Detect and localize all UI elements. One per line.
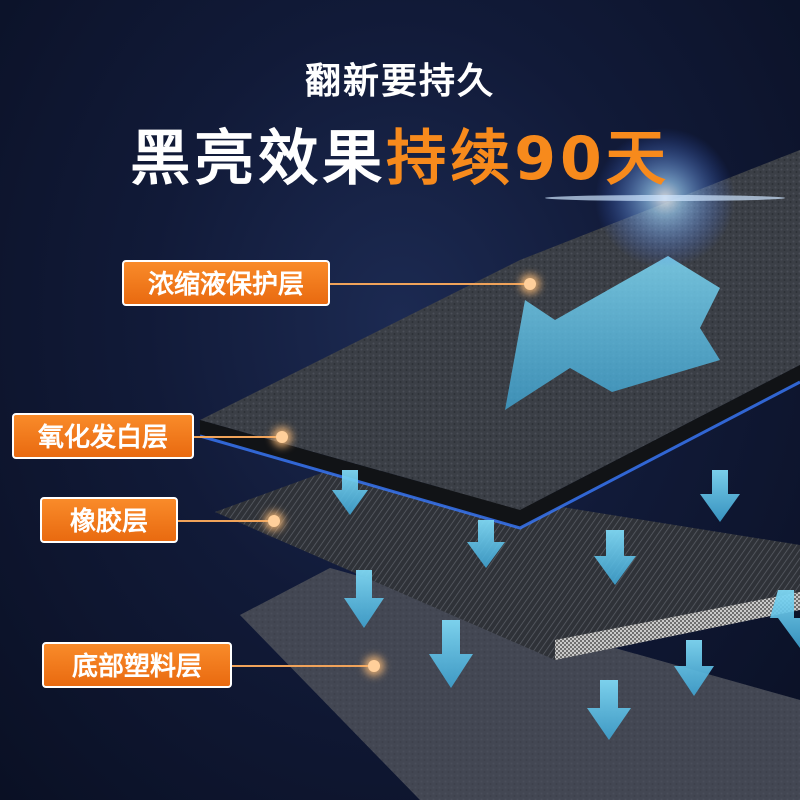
marker-dot bbox=[268, 515, 280, 527]
label-bottom-plastic-layer: 底部塑料层 bbox=[42, 642, 232, 688]
down-arrow-icon bbox=[770, 590, 800, 648]
headline-white-part: 黑亮效果 bbox=[130, 124, 387, 194]
marker-dot bbox=[524, 278, 536, 290]
down-arrows bbox=[332, 470, 800, 740]
label-oxidized-layer: 氧化发白层 bbox=[12, 413, 194, 459]
leader-line bbox=[330, 283, 528, 285]
leader-line bbox=[194, 436, 280, 438]
down-arrow-icon bbox=[594, 530, 636, 585]
label-rubber-layer: 橡胶层 bbox=[40, 497, 178, 543]
down-arrow-icon bbox=[587, 680, 631, 740]
leader-line bbox=[178, 520, 272, 522]
down-arrow-icon bbox=[429, 620, 473, 688]
down-arrow-icon bbox=[674, 640, 714, 696]
down-arrow-icon bbox=[700, 470, 740, 522]
page-headline: 黑亮效果持续90天 bbox=[0, 110, 800, 197]
down-arrow-icon bbox=[332, 470, 368, 515]
big-arrow-icon bbox=[505, 256, 720, 410]
down-arrow-icon bbox=[467, 520, 505, 568]
page-subtitle: 翻新要持久 bbox=[304, 61, 495, 102]
rubber-layer bbox=[215, 470, 800, 660]
down-arrow-icon bbox=[344, 570, 384, 628]
headline-orange-part: 持续90天 bbox=[386, 124, 670, 194]
marker-dot bbox=[368, 660, 380, 672]
marker-dot bbox=[276, 431, 288, 443]
label-protective-layer: 浓缩液保护层 bbox=[122, 260, 330, 306]
bottom-plastic-layer bbox=[240, 568, 800, 800]
leader-line bbox=[232, 665, 372, 667]
